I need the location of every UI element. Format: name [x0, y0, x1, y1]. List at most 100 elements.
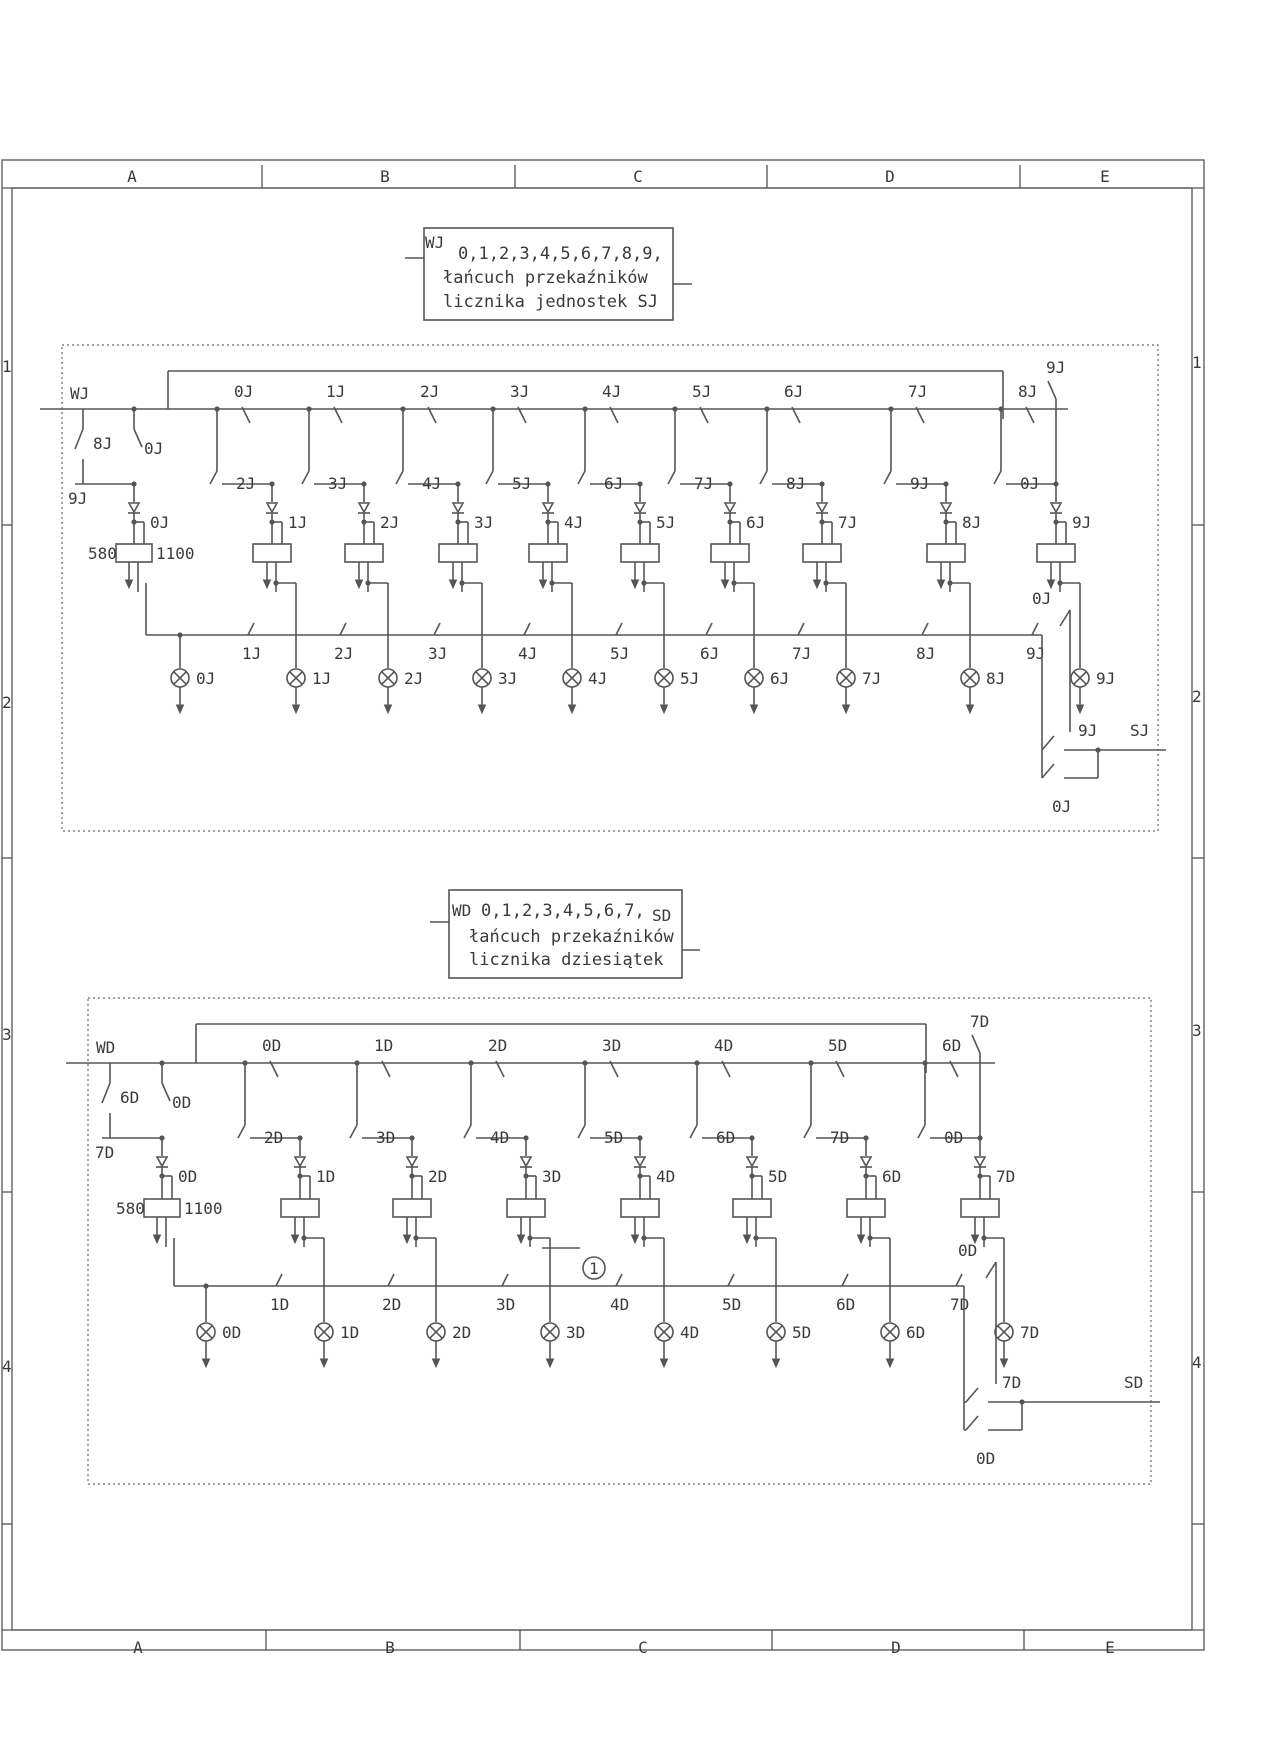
chain-output-label: SD — [1124, 1373, 1143, 1392]
contact-blade — [577, 470, 586, 485]
junction-dot — [943, 481, 949, 487]
ground-arrow — [477, 704, 487, 715]
ground-arrow — [659, 1358, 669, 1369]
chain-contact-label: 4D — [714, 1036, 733, 1055]
return-contact-blade — [955, 1273, 963, 1287]
bypass-contact-label: 7D — [95, 1143, 114, 1162]
units-title-block: WJ 0,1,2,3,4,5,6,7,8,9, łańcuch przekaźn… — [405, 227, 692, 321]
units-chain-boundary — [61, 344, 1159, 832]
stage-coil-label: 3J — [474, 513, 493, 532]
lamp-label: 6D — [906, 1323, 925, 1342]
diode-icon — [633, 1156, 647, 1168]
return-contact-blade — [615, 1273, 623, 1287]
relay-coil — [710, 543, 750, 563]
stage-coil-label: 7J — [838, 513, 857, 532]
return-contact-label: 5D — [722, 1295, 741, 1314]
stage-coil-label: 3D — [542, 1167, 561, 1186]
junction-dot — [1095, 747, 1101, 753]
final-contact-label: 0J — [1052, 797, 1071, 816]
junction-dot — [749, 1135, 755, 1141]
return-contact-blade — [921, 622, 929, 636]
return-contact-blade — [501, 1273, 509, 1287]
contact-blade — [301, 470, 310, 485]
diode-icon — [265, 502, 279, 514]
chain-contact-label: 6D — [942, 1036, 961, 1055]
lamp-cross — [173, 671, 187, 685]
final-contact-label: 7D — [1002, 1373, 1021, 1392]
lamp-cross — [565, 671, 579, 685]
row-label-4-right: 4 — [1192, 1353, 1202, 1372]
contact-blade — [993, 470, 1002, 485]
return-contact-blade — [615, 622, 623, 636]
ground-arrow — [516, 1234, 526, 1245]
ground-arrow — [742, 1234, 752, 1245]
lamp-label: 9J — [1096, 669, 1115, 688]
tens-title-line-1: 0,1,2,3,4,5,6,7, — [481, 901, 645, 921]
col-label-c: C — [633, 167, 643, 186]
lamp-cross — [543, 1325, 557, 1339]
last-contact-label: 9J — [1046, 358, 1065, 377]
junction-dot — [981, 1235, 987, 1241]
coil-resistance-right: 1100 — [184, 1199, 223, 1218]
ground-arrow — [749, 704, 759, 715]
lamp-cross — [839, 671, 853, 685]
junction-dot — [808, 1060, 814, 1066]
ground-arrow — [402, 1234, 412, 1245]
return-contact-blade — [247, 622, 255, 636]
stage-coil-label: 6J — [746, 513, 765, 532]
chain-contact-label: 8J — [1018, 382, 1037, 401]
return-contact-blade — [727, 1273, 735, 1287]
junction-dot — [582, 1060, 588, 1066]
diode-icon — [155, 1156, 169, 1168]
relay-coil — [620, 1198, 660, 1218]
junction-dot — [641, 1235, 647, 1241]
row-label-1-right: 1 — [1192, 353, 1202, 372]
tens-input-tag: WD — [452, 901, 471, 920]
row-label-4: 4 — [2, 1357, 12, 1376]
units-title-line-1: 0,1,2,3,4,5,6,7,8,9, — [458, 244, 663, 264]
chain-contact-label: 2D — [488, 1036, 507, 1055]
chain-contact-label: 5J — [692, 382, 711, 401]
chain-output-label: SJ — [1130, 721, 1149, 740]
final-contact-blade — [1041, 763, 1055, 779]
diode-icon — [519, 1156, 533, 1168]
ground-arrow — [319, 1358, 329, 1369]
lamp-cross — [657, 671, 671, 685]
lamp-label: 1D — [340, 1323, 359, 1342]
return-contact-label: 4J — [518, 644, 537, 663]
column-labels-bottom: A B C D E — [133, 1638, 1115, 1657]
junction-dot — [888, 406, 894, 412]
junction-dot — [637, 1135, 643, 1141]
return-contact-label: 4D — [610, 1295, 629, 1314]
col-label-d: D — [885, 167, 895, 186]
relay-coil — [960, 1198, 1000, 1218]
ground-arrow — [545, 1358, 555, 1369]
advance-contact-label: 2J — [236, 474, 255, 493]
ground-arrow — [856, 1234, 866, 1245]
col-label-d-bottom: D — [891, 1638, 901, 1657]
relay-coil — [926, 543, 966, 563]
junction-dot — [582, 406, 588, 412]
chain-contact-label: 3J — [510, 382, 529, 401]
chain-contact-label: 4J — [602, 382, 621, 401]
contact-blade — [803, 1124, 812, 1139]
ground-arrow — [175, 704, 185, 715]
junction-dot — [269, 481, 275, 487]
return-contact-label: 9J — [1026, 644, 1045, 663]
ground-arrow — [999, 1358, 1009, 1369]
relay-coil — [802, 543, 842, 563]
junction-dot — [1057, 580, 1063, 586]
junction-dot — [672, 406, 678, 412]
relay-coil — [344, 543, 384, 563]
junction-dot — [131, 481, 137, 487]
contact-blade — [161, 1082, 171, 1102]
diode-icon — [293, 1156, 307, 1168]
bypass-contact-label: 0D — [172, 1093, 191, 1112]
hold-contact-label: 0D — [958, 1241, 977, 1260]
junction-dot — [400, 406, 406, 412]
chain-contact-label: 6J — [784, 382, 803, 401]
diode-icon — [451, 502, 465, 514]
stage-coil-label: 5J — [656, 513, 675, 532]
ground-arrow — [720, 579, 730, 590]
return-contact-label: 6J — [700, 644, 719, 663]
